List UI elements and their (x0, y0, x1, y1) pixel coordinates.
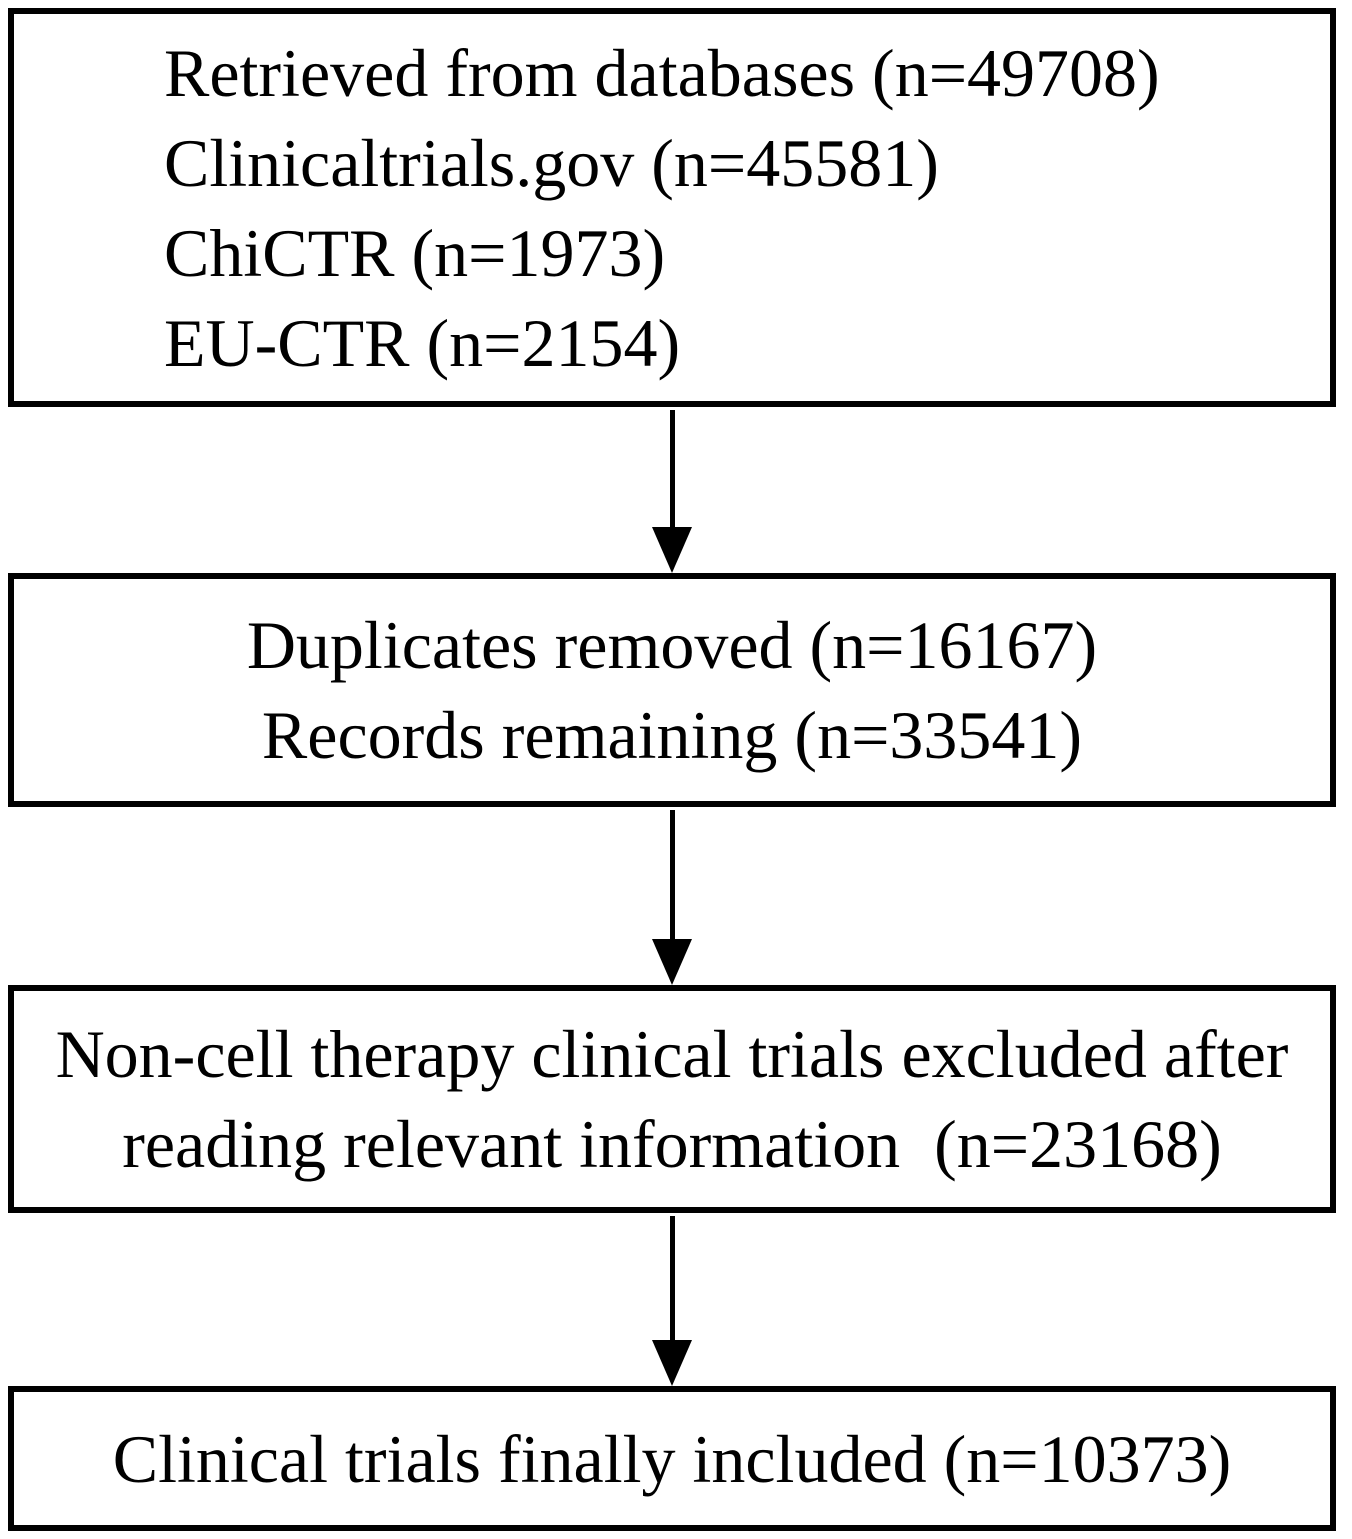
flow-box-text-line: Clinical trials finally included (n=1037… (112, 1420, 1232, 1497)
flow-box-text-line: Clinicaltrials.gov (n=45581) (164, 124, 939, 201)
down-arrow (8, 1213, 1336, 1386)
down-arrow (8, 807, 1336, 985)
flow-box-text-line: Records remaining (n=33541) (261, 697, 1083, 773)
flow-box-non-cell-therapy-excluded: Non-cell therapy clinical trials exclude… (8, 985, 1336, 1213)
arrow-shaft (669, 810, 675, 939)
flow-box-text-line: reading relevant information (n=23168) (122, 1106, 1222, 1182)
flow-box-duplicates-removed: Duplicates removed (n=16167) Records rem… (8, 573, 1336, 807)
arrow-shaft (669, 1216, 675, 1340)
flow-box-text-line: EU-CTR (n=2154) (164, 304, 681, 381)
flow-box-text-line: Duplicates removed (n=16167) (246, 607, 1098, 683)
arrow-shaft (669, 410, 675, 527)
flow-box-text-line: Non-cell therapy clinical trials exclude… (55, 1016, 1289, 1092)
flow-box-retrieved-from-databases: Retrieved from databases (n=49708) Clini… (8, 8, 1336, 407)
flow-box-text-line: Retrieved from databases (n=49708) (164, 34, 1160, 111)
arrow-head-icon (652, 1340, 692, 1386)
flow-box-text-line: ChiCTR (n=1973) (164, 214, 666, 291)
arrow-head-icon (652, 527, 692, 573)
flow-box-finally-included: Clinical trials finally included (n=1037… (8, 1386, 1336, 1531)
arrow-head-icon (652, 939, 692, 985)
down-arrow (8, 407, 1336, 573)
